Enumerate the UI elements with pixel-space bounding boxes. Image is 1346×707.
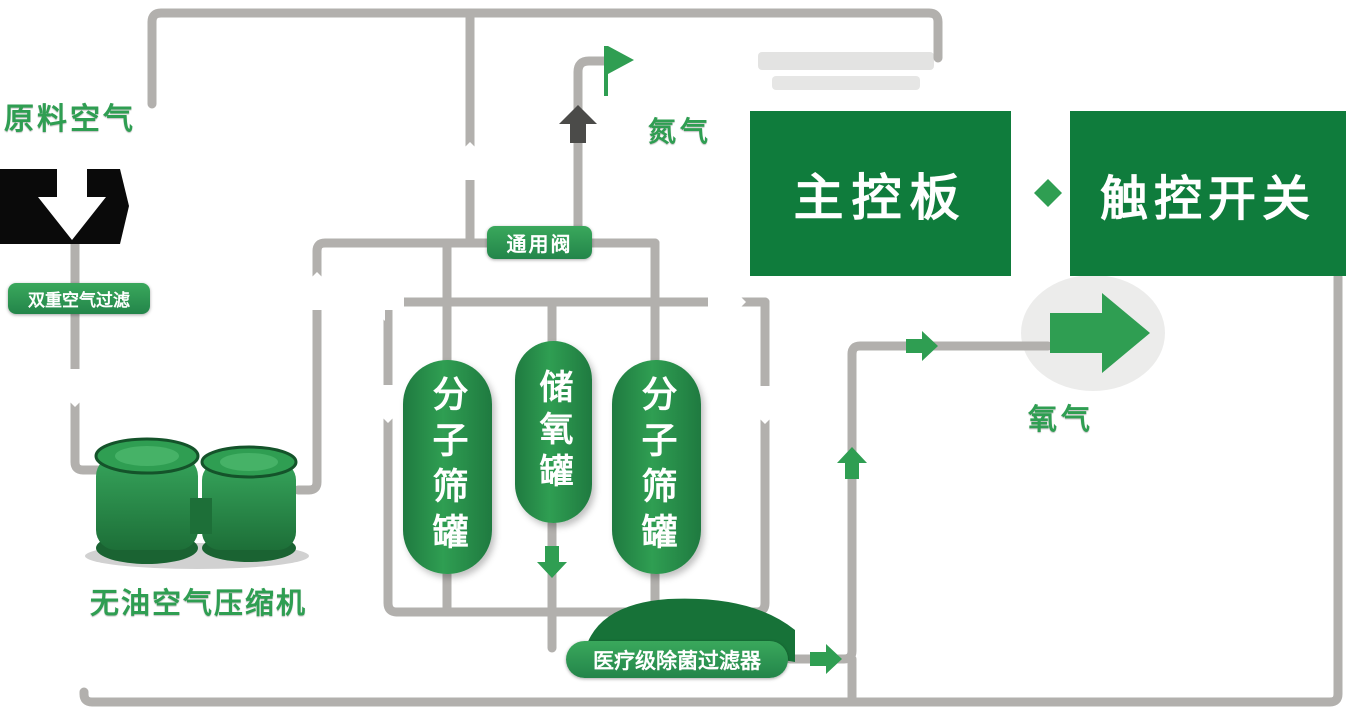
pipe-top-loop	[147, 8, 943, 109]
compressor-cylinder	[202, 462, 296, 550]
flow-arrow-up-green-icon	[837, 447, 867, 479]
molecular-sieve-tank-left: 分子筛罐	[403, 360, 492, 574]
flow-arrow-down-icon	[56, 369, 94, 407]
pipe-right-outer	[751, 297, 770, 617]
oxygen-label: 氧气	[1028, 404, 1095, 436]
inlet-down-arrow-icon	[38, 143, 106, 240]
faded-artifact	[772, 76, 920, 90]
vent-flag-icon	[604, 46, 634, 96]
pipe-compressor-to-valve	[293, 238, 660, 495]
compressor-label: 无油空气压缩机	[90, 588, 308, 620]
flow-arrow-up-icon	[451, 142, 489, 180]
flow-arrow-up-icon	[298, 272, 336, 310]
molecular-sieve-tank-right: 分子筛罐	[612, 360, 701, 574]
flow-arrow-down-green-icon	[537, 546, 567, 578]
dual-air-filter-label: 双重空气过滤	[8, 283, 150, 314]
pipe-bottom-loop	[79, 272, 1343, 707]
oxygen-storage-tank: 储氧罐	[515, 341, 592, 523]
main-control-board-box: 主控板	[750, 111, 1011, 276]
flow-arrow-right-green-icon	[810, 644, 842, 674]
compressor-cylinder-cap	[115, 446, 179, 466]
oxygen-outlet-arrow-icon	[1050, 293, 1150, 373]
nitrogen-exhaust-arrow-icon	[559, 105, 597, 143]
flow-arrow-right-green-icon	[906, 331, 938, 361]
flow-arrow-down-icon	[369, 385, 407, 423]
nitrogen-label: 氮气	[648, 116, 713, 147]
universal-valve-label: 通用阀	[487, 226, 592, 259]
compressor-illustration	[85, 437, 309, 569]
flow-arrow-right-icon	[708, 283, 746, 321]
vent-flag-pole	[604, 46, 608, 96]
faded-artifact	[758, 52, 934, 70]
pipe-network	[70, 8, 1343, 707]
vent-flag-pennant	[608, 46, 634, 74]
board-link-diamond-icon	[1034, 179, 1062, 207]
touch-switch-box: 触控开关	[1070, 111, 1346, 276]
flow-arrow-down-icon	[746, 386, 784, 424]
sterile-filter-label: 医疗级除菌过滤器	[566, 641, 788, 678]
compressor-cylinder	[96, 456, 198, 550]
compressor-connector	[190, 498, 212, 534]
flow-arrow-left-icon	[366, 283, 404, 321]
pipe-air-inlet	[70, 239, 105, 475]
pipe-left-outer	[383, 297, 402, 617]
raw-air-label: 原料空气	[4, 103, 136, 136]
compressor-cylinder-cap	[220, 453, 278, 471]
pipe-oxygen-line	[785, 341, 1053, 664]
pipe-nitrogen-vent	[573, 56, 613, 248]
